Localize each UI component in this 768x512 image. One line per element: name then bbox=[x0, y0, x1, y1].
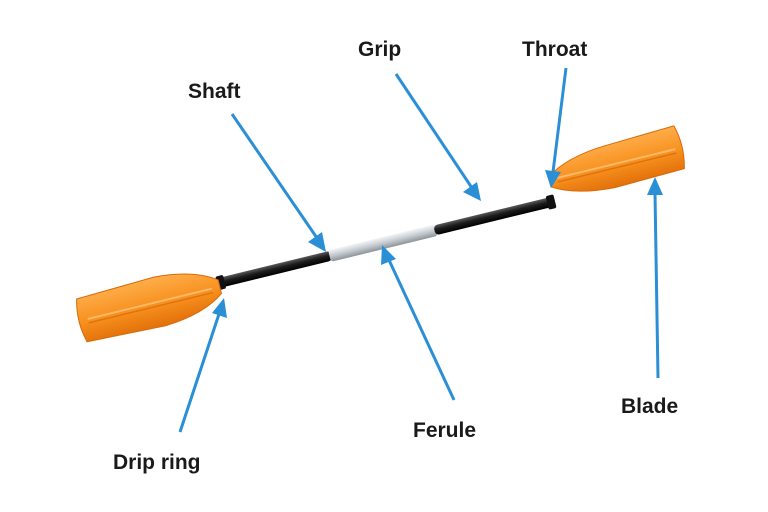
blade-right bbox=[547, 125, 685, 192]
ferule-arrow bbox=[381, 245, 456, 401]
label-blade: Blade bbox=[621, 395, 678, 418]
label-drip-ring: Drip ring bbox=[113, 451, 201, 474]
label-ferule: Ferule bbox=[413, 419, 476, 442]
grip bbox=[434, 198, 552, 235]
shaft-left bbox=[219, 251, 332, 287]
grip-arrow bbox=[394, 73, 481, 201]
blade-arrow bbox=[647, 177, 663, 379]
ferule bbox=[328, 224, 438, 262]
label-shaft: Shaft bbox=[188, 80, 241, 103]
label-throat: Throat bbox=[522, 38, 587, 61]
right-collar bbox=[545, 194, 557, 210]
arrows bbox=[178, 67, 663, 433]
throat-arrow bbox=[545, 67, 568, 188]
drip-ring-arrow bbox=[178, 298, 227, 433]
blade-left bbox=[76, 273, 223, 343]
label-grip: Grip bbox=[358, 38, 401, 61]
shaft-arrow bbox=[230, 113, 326, 252]
paddle bbox=[76, 125, 685, 343]
